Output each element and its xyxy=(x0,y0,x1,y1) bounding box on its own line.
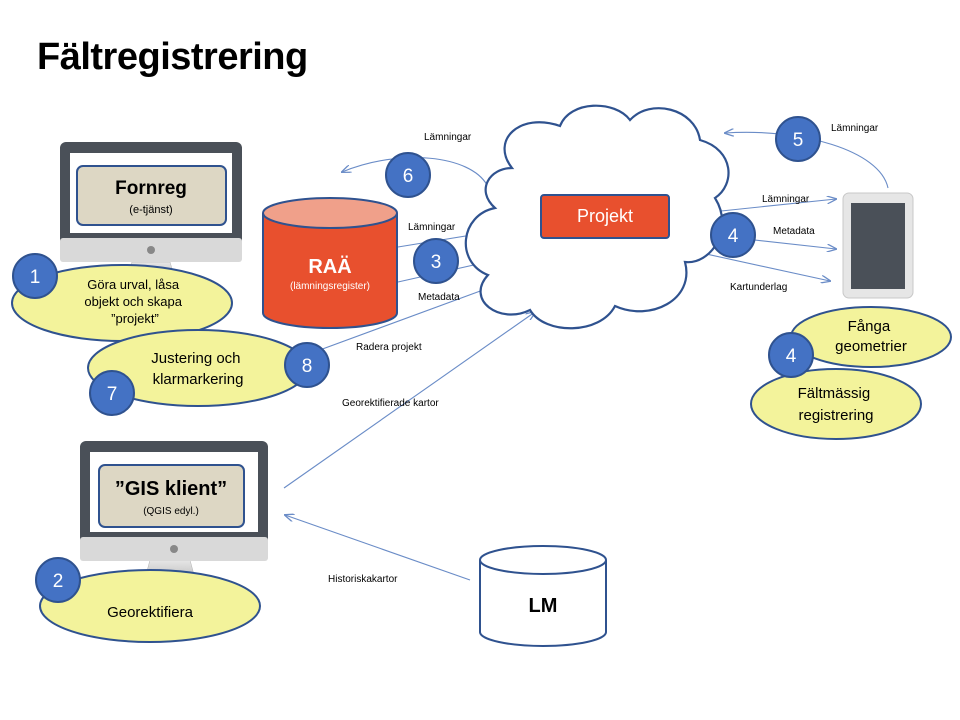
bubble-justering: Justering och klarmarkering xyxy=(87,329,309,407)
bubble-urval: Göra urval, låsa objekt och skapa ”proje… xyxy=(11,264,233,342)
step-8-circle: 8 xyxy=(284,342,330,388)
bubble-georektifiera-line1: Georektifiera xyxy=(107,604,194,621)
bubble-faltmassig-line1: Fältmässig xyxy=(798,385,871,402)
lm-name: LM xyxy=(529,595,558,617)
tablet-icon xyxy=(842,192,914,299)
step-2-label: 2 xyxy=(53,571,64,592)
bubble-justering-line1: Justering och xyxy=(151,350,240,367)
bubble-fanga-line1: Fånga xyxy=(848,318,891,335)
arrow-historiska xyxy=(285,515,471,581)
label-georekt: Georektifierade kartor xyxy=(342,398,439,409)
label-historiska: Historiskakartor xyxy=(328,574,398,585)
bubble-fanga-line2: geometrier xyxy=(835,338,907,355)
page-title: Fältregistrering xyxy=(37,36,308,78)
gis-monitor: ”GIS klient” (QGIS edyl.) xyxy=(80,441,268,583)
label-lamningar-raa-up: Lämningar xyxy=(424,132,472,143)
step-7-circle: 7 xyxy=(89,370,135,416)
bubble-georektifiera: Georektifiera xyxy=(39,569,261,643)
label-kartunderlag: Kartunderlag xyxy=(730,282,787,293)
label-metadata-raa: Metadata xyxy=(418,292,460,303)
project-box-label: Projekt xyxy=(577,206,633,226)
step-4-right-label: 4 xyxy=(786,346,797,367)
step-8-label: 8 xyxy=(302,356,313,377)
raa-database: RAÄ (lämningsregister) xyxy=(262,197,398,329)
label-radera: Radera projekt xyxy=(356,342,422,353)
step-4-mid-circle: 4 xyxy=(710,212,756,258)
svg-text:Fältmässig registrering: Fältmässig registrering xyxy=(798,385,875,424)
bubble-justering-line2: klarmarkering xyxy=(153,371,244,388)
svg-text:Göra urval, låsa objekt: Göra urval, låsa objekt och skapa ”proje… xyxy=(84,277,185,326)
svg-text:Fånga geometrier: Fånga geometrier xyxy=(835,318,907,355)
fornreg-monitor: Fornreg (e-tjänst) xyxy=(60,142,242,283)
step-1-label: 1 xyxy=(30,267,41,288)
label-lamningar-raa-in: Lämningar xyxy=(408,222,456,233)
step-5-circle: 5 xyxy=(775,116,821,162)
bubble-urval-line3: ”projekt” xyxy=(111,311,159,326)
bubble-faltmassig-line2: registrering xyxy=(798,407,873,424)
svg-text:Justering och klarmarker: Justering och klarmarkering xyxy=(151,350,244,388)
arrow-lamningar-to-raa xyxy=(342,157,488,186)
fornreg-sub: (e-tjänst) xyxy=(129,204,172,216)
label-lamningar-tablet-out: Lämningar xyxy=(762,194,810,205)
fornreg-name: Fornreg xyxy=(115,178,187,199)
step-5-label: 5 xyxy=(793,130,804,151)
step-4-right-circle: 4 xyxy=(768,332,814,378)
raa-sub: (lämningsregister) xyxy=(290,281,370,292)
raa-name: RAÄ xyxy=(308,255,351,278)
bubble-faltmassig: Fältmässig registrering xyxy=(750,368,922,440)
step-1-circle: 1 xyxy=(12,253,58,299)
step-6-label: 6 xyxy=(403,166,414,187)
label-lamningar-tablet-back: Lämningar xyxy=(831,123,879,134)
bubble-urval-line1: Göra urval, låsa xyxy=(87,277,180,292)
arrow-lamningar-back xyxy=(725,132,889,189)
step-3-circle: 3 xyxy=(413,238,459,284)
step-7-label: 7 xyxy=(107,384,118,405)
label-metadata-tablet: Metadata xyxy=(773,226,815,237)
project-box: Projekt xyxy=(540,194,670,239)
lm-database: LM xyxy=(479,545,607,647)
arrow-labels: Lämningar Lämningar Metadata Radera proj… xyxy=(328,123,879,585)
step-4-mid-label: 4 xyxy=(728,226,739,247)
bubble-fanga: Fånga geometrier xyxy=(790,306,952,368)
step-6-circle: 6 xyxy=(385,152,431,198)
step-3-label: 3 xyxy=(431,252,442,273)
gis-sub: (QGIS edyl.) xyxy=(143,506,199,517)
step-2-circle: 2 xyxy=(35,557,81,603)
bubble-urval-line2: objekt och skapa xyxy=(84,294,182,309)
step-circles: 1 7 8 2 6 3 4 5 xyxy=(12,116,821,603)
arrow-georektifierade xyxy=(283,312,535,489)
gis-name: ”GIS klient” xyxy=(115,478,227,500)
